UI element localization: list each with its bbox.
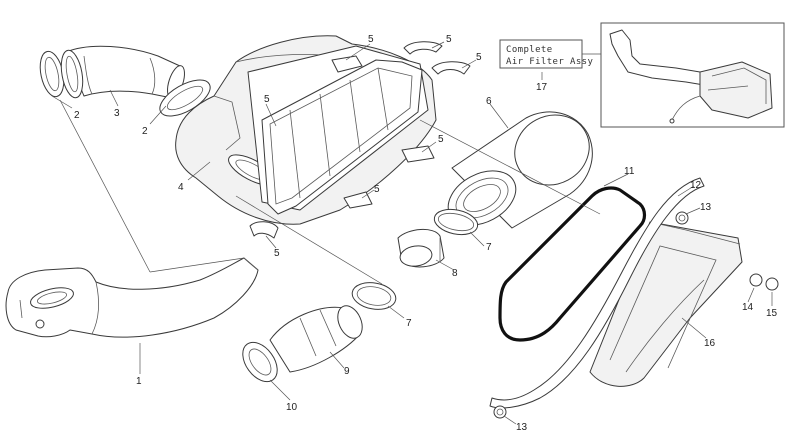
- callout-14: 14: [742, 302, 754, 313]
- part-7-clamp-lower: [351, 282, 397, 310]
- callout-5-lower: 5: [274, 248, 280, 259]
- callout-5-center: 5: [374, 184, 380, 195]
- callout-5-top: 5: [368, 34, 374, 45]
- callout-13-upper: 13: [700, 202, 712, 213]
- part-5-clip-left: [331, 55, 363, 73]
- part-14-ring: [749, 273, 763, 287]
- callout-3: 3: [114, 108, 120, 119]
- callout-17: 17: [536, 82, 548, 93]
- callout-7-upper: 7: [486, 242, 492, 253]
- callout-2-right: 2: [142, 126, 148, 137]
- assy-label-line1: Complete: [506, 45, 553, 55]
- callout-13-lower: 13: [516, 422, 528, 433]
- part-13-clip-lower: [493, 405, 507, 419]
- part-12-drain-hose: [489, 177, 705, 409]
- leader-lines: [51, 41, 773, 425]
- part-5-clip-top-b: [431, 61, 471, 75]
- part-15-ring: [765, 277, 779, 291]
- part-1-intake-duct: [5, 257, 259, 338]
- callout-numbers: 1 2 2 3 4 5 5 5 5 5 5 5 6 7 7 8 9 10 11 …: [74, 34, 778, 433]
- part-5-frame: [261, 59, 423, 215]
- part-5-clip-lower: [249, 221, 279, 239]
- callout-4: 4: [178, 182, 184, 193]
- callout-5-frame: 5: [264, 94, 270, 105]
- callout-8: 8: [452, 268, 458, 279]
- part-8-connector-tube: [397, 229, 445, 268]
- callout-11: 11: [624, 166, 635, 177]
- part-9-boot: [269, 305, 363, 373]
- callout-7-lower: 7: [406, 318, 412, 329]
- callout-1: 1: [136, 376, 142, 387]
- part-16-filter-case: [589, 221, 743, 387]
- assy-label-line2: Air Filter Assy: [506, 57, 593, 67]
- complete-assy-label-box: Complete Air Filter Assy: [499, 39, 601, 69]
- part-10-flange: [242, 341, 278, 383]
- callout-5-mid: 5: [438, 134, 444, 145]
- part-5-clip-top-a: [403, 41, 443, 55]
- part-13-clip-upper: [675, 211, 689, 225]
- part-7-clamp-upper: [433, 208, 479, 236]
- callout-6: 6: [486, 96, 492, 107]
- callout-12: 12: [690, 180, 702, 191]
- part-5-clip-mid: [401, 145, 435, 163]
- callout-2-left: 2: [74, 110, 80, 121]
- part-3-inlet-tube: [60, 45, 185, 99]
- complete-assembly-inset: [600, 22, 785, 128]
- callout-9: 9: [344, 366, 350, 377]
- callout-10: 10: [286, 402, 298, 413]
- part-11-gasket: [498, 186, 647, 342]
- callout-5-clip-b: 5: [476, 52, 482, 63]
- callout-16: 16: [704, 338, 716, 349]
- part-6-air-filter: [447, 111, 593, 229]
- callout-15: 15: [766, 308, 778, 319]
- callout-5-clip-a: 5: [446, 34, 452, 45]
